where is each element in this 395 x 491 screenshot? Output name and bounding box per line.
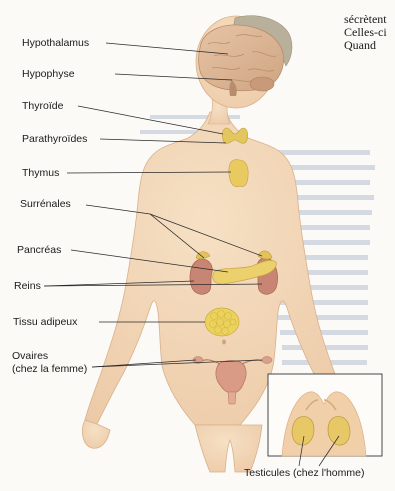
label-surrenales: Surrénales xyxy=(20,198,71,210)
label-pancreas: Pancréas xyxy=(17,244,61,256)
side-text-line-3: Quand xyxy=(344,39,376,52)
navel xyxy=(222,340,226,345)
right-ovary xyxy=(262,357,272,364)
right-testis xyxy=(328,417,350,446)
label-testicules: Testicules (chez l'homme) xyxy=(244,467,364,479)
label-tissu-adipeux: Tissu adipeux xyxy=(13,316,77,328)
label-thyroide: Thyroïde xyxy=(22,100,63,112)
side-text-line-2: Celles-ci xyxy=(344,26,387,39)
legs xyxy=(195,425,262,472)
label-ovaires: Ovaires xyxy=(12,350,48,362)
label-reins: Reins xyxy=(14,280,41,292)
label-hypothalamus: Hypothalamus xyxy=(22,37,89,49)
left-hand xyxy=(82,420,110,448)
thymus-gland xyxy=(229,160,248,187)
label-thymus: Thymus xyxy=(22,167,59,179)
testes-inset xyxy=(268,374,382,456)
label-ovaires-note: (chez la femme) xyxy=(12,363,87,375)
label-hypophyse: Hypophyse xyxy=(22,68,75,80)
side-text-line-1: sécrètent xyxy=(344,13,387,26)
label-parathyroides: Parathyroïdes xyxy=(22,133,87,145)
adipose-tissue xyxy=(205,308,239,336)
